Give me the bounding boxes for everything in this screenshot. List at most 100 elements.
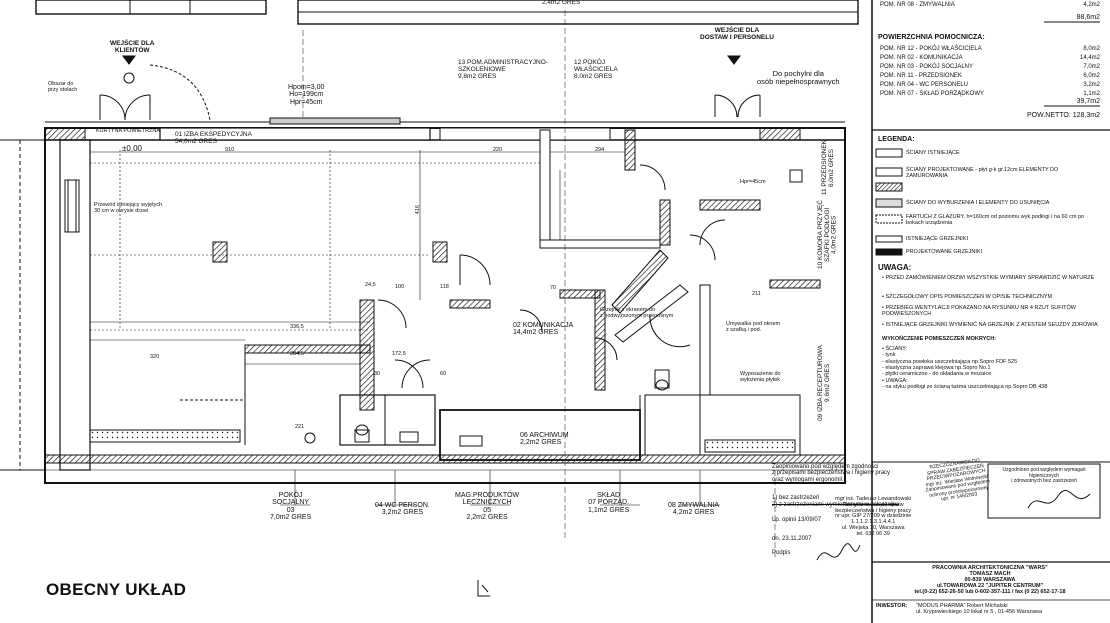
approval-option-2: 2) z zastrzeżeniami wymienionymi w załąc… bbox=[772, 502, 899, 508]
legend-item: ŚCIANY ISTNIEJĄCE bbox=[906, 150, 960, 156]
note-item: • PRZEBIEG WENTYLACJI POKAZANO NA RYSUNK… bbox=[882, 305, 1076, 318]
heights-label: Hpom=3,00 Ho=199cm Hpr=45cm bbox=[288, 84, 325, 106]
ramp-label: Do pochylni dla osób niepełnosprawnych bbox=[757, 69, 840, 86]
room-04-label: 04 WC PERSON. 3,2m2 GRES bbox=[375, 502, 430, 517]
room-07-label: SKŁAD 07 PORZĄD. 1,1m2 GRES bbox=[588, 492, 630, 514]
aux-row-value: 1,1m2 bbox=[1083, 91, 1100, 97]
note-grzejnik: Grzejnik z ekranem do z podwyższonym prz… bbox=[600, 307, 674, 319]
note-przewod: Przewód istniejący wyjętych 30 cm w obry… bbox=[94, 202, 163, 214]
legend-item: ISTNIEJĄCE GRZEJNIKI bbox=[906, 236, 969, 242]
wet-rooms-title: WYKOŃCZENIE POMIESZCZEŃ MOKRYCH: bbox=[882, 336, 997, 342]
aux-row-value: 6,0m2 bbox=[1083, 73, 1100, 79]
approval-number: Lp. opinii 13/09/07 bbox=[772, 517, 822, 523]
aux-row-value: 7,0m2 bbox=[1083, 64, 1100, 70]
aux-row-value: 3,2m2 bbox=[1083, 82, 1100, 88]
net-area-row: POW.NETTO: 128,3m2 bbox=[880, 112, 1100, 120]
entrance-clients-label: WEJŚCIE DLA KLIENTÓW bbox=[110, 40, 155, 54]
aux-row-name: POM. NR 12 - POKÓJ WŁAŚCICIELA bbox=[880, 46, 982, 52]
aux-row-value: 8,0m2 bbox=[1083, 46, 1100, 52]
room-top-label: 2,4m2 GRES bbox=[542, 0, 581, 6]
legend-item: FARTUCH Z GLAZURY, h=160cm od poziomu wy… bbox=[906, 214, 1085, 227]
room-10-label: 10 KOMORA PRZYJĘĆ SZAFKI PODŁOGI 4,0m2 G… bbox=[817, 200, 838, 269]
area-row: POM. NR 08 - ZMYWALNIA 4,2m2 bbox=[880, 2, 1100, 10]
panel-signature bbox=[1027, 489, 1091, 509]
aux-row-name: POM. NR 03 - POKÓJ SOCJALNY bbox=[880, 64, 974, 70]
dim-336: 336,5 bbox=[290, 324, 304, 330]
legend-title: LEGENDA: bbox=[878, 136, 915, 143]
area-total-value: 88,6m2 bbox=[1076, 14, 1100, 21]
area-row-name: POM. NR 08 - ZMYWALNIA bbox=[880, 2, 955, 8]
aux-area-title: POWIERZCHNIA POMOCNICZA: bbox=[878, 34, 985, 41]
note-item: • ISTNIEJĄCE GRZEJNIKI WYMIENIĆ NA GRZEJ… bbox=[882, 322, 1098, 328]
approval-text: Zaopiniowano pod względem zgodności z pr… bbox=[772, 464, 891, 483]
dim-60: 60 bbox=[440, 371, 447, 377]
dim-30: 30 bbox=[374, 371, 381, 377]
room-12-label: 12 POKÓJ WŁAŚCICIELA 8,0m2 GRES bbox=[574, 59, 618, 80]
dim-172: 172,5 bbox=[392, 351, 406, 357]
room-05-label: MAG.PRODUKTÓW LECZNICZYCH 05 2,2m2 GRES bbox=[455, 492, 520, 522]
note-hpr: Hpr=45cm bbox=[740, 179, 766, 185]
aux-row-name: POM. NR 07 - SKŁAD PORZĄDKOWY bbox=[880, 91, 985, 97]
legend-item: ŚCIANY PROJEKTOWANE - płyt g-k gr.12cm E… bbox=[906, 167, 1059, 180]
note-stalowe: Umywalka pod oknem z szafką i pod. bbox=[726, 321, 781, 333]
aux-row-name: POM. NR 02 - KOMUNIKACJA bbox=[880, 55, 963, 61]
note-item: • PRZED ZAMÓWIENIEM DRZWI WSZYSTKIE WYMI… bbox=[882, 275, 1095, 281]
net-area-value: POW.NETTO: 128,3m2 bbox=[1026, 112, 1100, 119]
aux-row: POM. NR 02 - KOMUNIKACJA 14,4m2 bbox=[880, 55, 1100, 63]
room-01-label: 01 IZBA EKSPEDYCYJNA 54,0m2 GRES bbox=[175, 131, 252, 145]
area-row-value: 4,2m2 bbox=[1083, 2, 1100, 8]
dim-70: 70 bbox=[550, 285, 557, 291]
dim-221: 221 bbox=[295, 424, 305, 430]
investor-value: "MODUS PHARMA" Robert Michalski ul. Kryp… bbox=[916, 603, 1043, 616]
room-06-label: 06 ARCHIWUM 2,2m2 GRES bbox=[520, 432, 569, 447]
aux-total-row: 39,7m2 bbox=[880, 98, 1100, 106]
page-title: OBECNY UKŁAD bbox=[46, 580, 187, 599]
office-info: PRACOWNIA ARCHITEKTONICZNA "WARS" TOMASZ… bbox=[914, 565, 1066, 596]
room-02-label: 02 KOMUNIKACJA 14,4m2 GRES bbox=[513, 322, 574, 337]
approval-sign-label: Podpis bbox=[772, 550, 791, 556]
note-wyp: Wyposażenie do wyłożenia płytek bbox=[740, 371, 781, 383]
panel-frame bbox=[871, 0, 1110, 623]
aux-row-value: 14,4m2 bbox=[1079, 55, 1100, 61]
aux-row-name: POM. NR 04 - WC PERSONELU bbox=[880, 82, 969, 88]
aux-row-name: POM. NR 11 - PRZEDSIONEK bbox=[880, 73, 962, 79]
dim-220: 220 bbox=[493, 147, 503, 153]
air-curtain-label: KURTYNA POWIETRZNA bbox=[96, 128, 161, 134]
title-block-panel: POM. NR 08 - ZMYWALNIA 4,2m2 88,6m2 POWI… bbox=[864, 0, 1110, 623]
room-03-label: POKÓJ SOCJALNY 03 7,0m2 GRES bbox=[270, 492, 312, 522]
aux-row: POM. NR 04 - WC PERSONELU 3,2m2 bbox=[880, 82, 1100, 90]
hygiene-stamp: Uzgodniono pod względem wymagań higienic… bbox=[1002, 467, 1086, 484]
dim-284: 284,5 bbox=[290, 351, 304, 357]
legend-item: ŚCIANY DO WYBURZENIA I ELEMENTY DO USUNI… bbox=[906, 200, 1050, 206]
dim-320: 320 bbox=[150, 354, 160, 360]
entrance-delivery-label: WEJŚCIE DLA DOSTAW I PERSONELU bbox=[700, 27, 774, 41]
investor-label: INWESTOR: bbox=[876, 603, 908, 609]
dim-416: 416 bbox=[415, 205, 421, 215]
room-08-label: 08 ZMYWALNIA 4,2m2 GRES bbox=[668, 502, 720, 517]
approval-date: dn. 23.11.2007 bbox=[772, 536, 812, 542]
area-total-row: 88,6m2 bbox=[880, 14, 1100, 22]
legend-item: PROJEKTOWANE GRZEJNIKI bbox=[906, 249, 983, 255]
room-11-label: 11 PRZEDSIONEK 6,0m2 GRES bbox=[821, 140, 835, 196]
aux-row: POM. NR 03 - POKÓJ SOCJALNY 7,0m2 bbox=[880, 64, 1100, 72]
aux-total-value: 39,7m2 bbox=[1076, 98, 1100, 105]
dim-24: 24,5 bbox=[365, 282, 376, 288]
aux-row: POM. NR 11 - PRZEDSIONEK 6,0m2 bbox=[880, 73, 1100, 81]
floor-plan bbox=[0, 0, 859, 597]
room-13-label: 13 POM.ADMINISTRACYJNO- SZKOLENIOWE 9,8m… bbox=[458, 59, 548, 80]
level-label: ±0,00 bbox=[122, 144, 142, 153]
dim-294: 294 bbox=[595, 147, 605, 153]
notes-title: UWAGA: bbox=[878, 263, 912, 272]
note-item: • SZCZEGÓŁOWY OPIS POMIESZCZEŃ W OPISIE … bbox=[882, 294, 1053, 300]
signature-scribble bbox=[816, 543, 861, 561]
room-09-label: 09 IZBA RECEPTUROWA 9,6m2 GRES bbox=[817, 345, 831, 421]
dim-100: 100 bbox=[395, 284, 405, 290]
dim-118: 118 bbox=[440, 284, 449, 290]
aux-row: POM. NR 07 - SKŁAD PORZĄDKOWY 1,1m2 bbox=[880, 91, 1100, 99]
wet-rooms-items: • ŚCIANY: - tynk - elastyczna powłoka us… bbox=[882, 346, 1048, 390]
clients-note-label: Obszar do przy stołach bbox=[48, 81, 78, 93]
approval-option-1: 1) bez zastrzeżeń bbox=[772, 495, 820, 501]
dim-910: 910 bbox=[225, 147, 235, 153]
aux-row: POM. NR 12 - POKÓJ WŁAŚCICIELA 8,0m2 bbox=[880, 46, 1100, 54]
dim-211: 211 bbox=[752, 291, 761, 297]
